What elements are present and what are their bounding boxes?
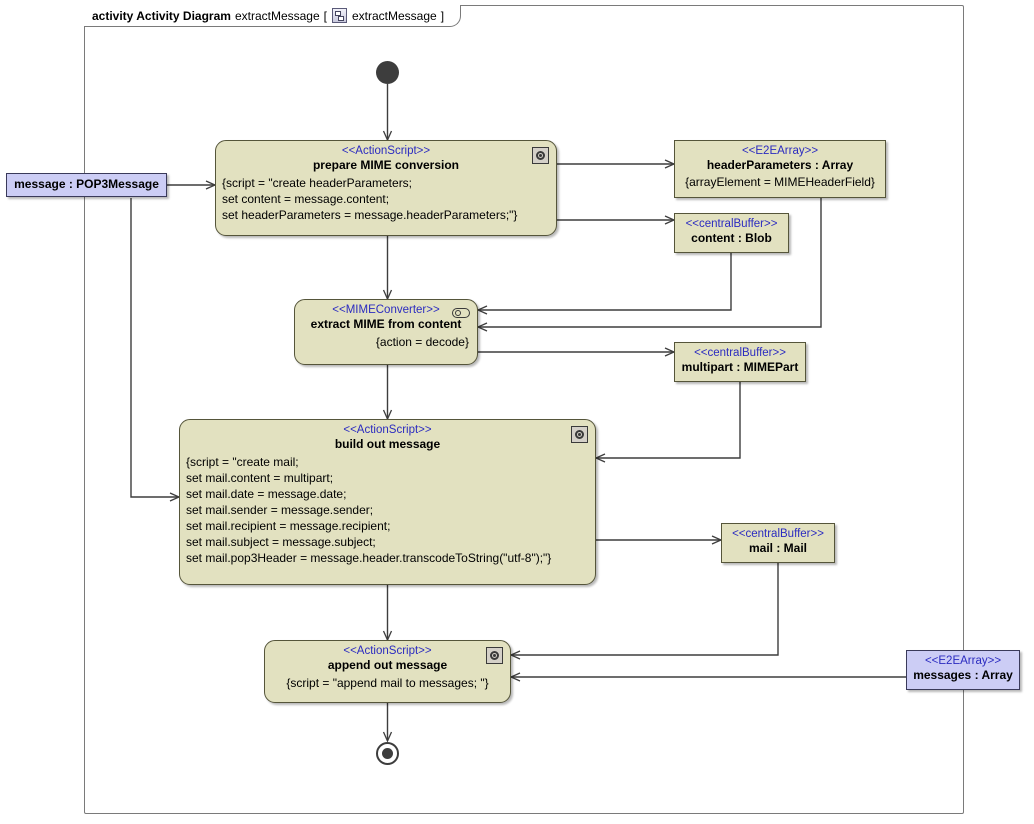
stereotype-label: <<centralBuffer>> <box>694 347 786 359</box>
object-node-label: content : Blob <box>691 231 772 245</box>
action-name-label: append out message <box>327 658 448 672</box>
action-prepare-mime-conversion[interactable]: <<ActionScript>> prepare MIME conversion… <box>215 140 557 236</box>
stereotype-label: <<ActionScript>> <box>343 645 432 657</box>
object-node-multipart[interactable]: <<centralBuffer>> multipart : MIMEPart <box>674 342 806 382</box>
object-node-body-text: {arrayElement = MIMEHeaderField} <box>685 175 875 189</box>
mime-converter-icon <box>452 308 470 318</box>
stereotype-label: <<centralBuffer>> <box>732 528 824 540</box>
object-node-label: message : POP3Message <box>14 177 159 191</box>
action-name-label: build out message <box>334 437 441 451</box>
action-script-icon <box>532 147 549 164</box>
frame-kind-label: activity Activity Diagram <box>92 8 231 23</box>
object-node-messages-out[interactable]: <<E2EArray>> messages : Array <box>906 650 1020 690</box>
stereotype-label: <<ActionScript>> <box>343 424 432 436</box>
initial-node[interactable] <box>376 61 399 84</box>
object-node-content[interactable]: <<centralBuffer>> content : Blob <box>674 213 789 253</box>
stereotype-label: <<MIMEConverter>> <box>332 304 440 316</box>
action-name-label: prepare MIME conversion <box>312 158 460 172</box>
frame-name-label: extractMessage <box>234 8 320 23</box>
object-node-message-in[interactable]: message : POP3Message <box>6 173 167 197</box>
diagram-frame-header: activity Activity Diagram extractMessage… <box>84 5 462 27</box>
action-body-text: {script = "create mail; set mail.content… <box>186 455 552 565</box>
action-append-out-message[interactable]: <<ActionScript>> append out message {scr… <box>264 640 511 703</box>
action-extract-mime-from-content[interactable]: <<MIMEConverter>> extract MIME from cont… <box>294 299 478 365</box>
stereotype-label: <<ActionScript>> <box>341 145 431 157</box>
object-node-label: multipart : MIMEPart <box>681 360 799 374</box>
action-body-text: {script = "append mail to messages; "} <box>286 676 489 690</box>
action-body-text: {script = "create headerParameters; set … <box>222 176 518 222</box>
frame-qualified-name: extractMessage <box>352 8 437 23</box>
stereotype-label: <<E2EArray>> <box>741 145 819 157</box>
diagram-frame <box>84 5 964 814</box>
object-node-header-parameters[interactable]: <<E2EArray>> headerParameters : Array {a… <box>674 140 886 198</box>
activity-final-node[interactable] <box>376 742 399 765</box>
frame-bracket-close: ] <box>440 8 445 23</box>
action-body-text: {action = decode} <box>375 335 469 349</box>
activity-diagram-icon <box>332 8 347 23</box>
action-script-icon <box>571 426 588 443</box>
object-node-label: mail : Mail <box>748 541 807 555</box>
object-node-label: messages : Array <box>913 668 1013 682</box>
action-name-label: extract MIME from content <box>310 317 462 331</box>
stereotype-label: <<centralBuffer>> <box>685 218 778 230</box>
object-node-mail[interactable]: <<centralBuffer>> mail : Mail <box>721 523 835 563</box>
object-node-label: headerParameters : Array <box>706 158 854 172</box>
action-script-icon <box>486 647 503 664</box>
stereotype-label: <<E2EArray>> <box>924 655 1002 667</box>
frame-bracket-open: [ <box>323 8 327 23</box>
action-build-out-message[interactable]: <<ActionScript>> build out message {scri… <box>179 419 596 585</box>
